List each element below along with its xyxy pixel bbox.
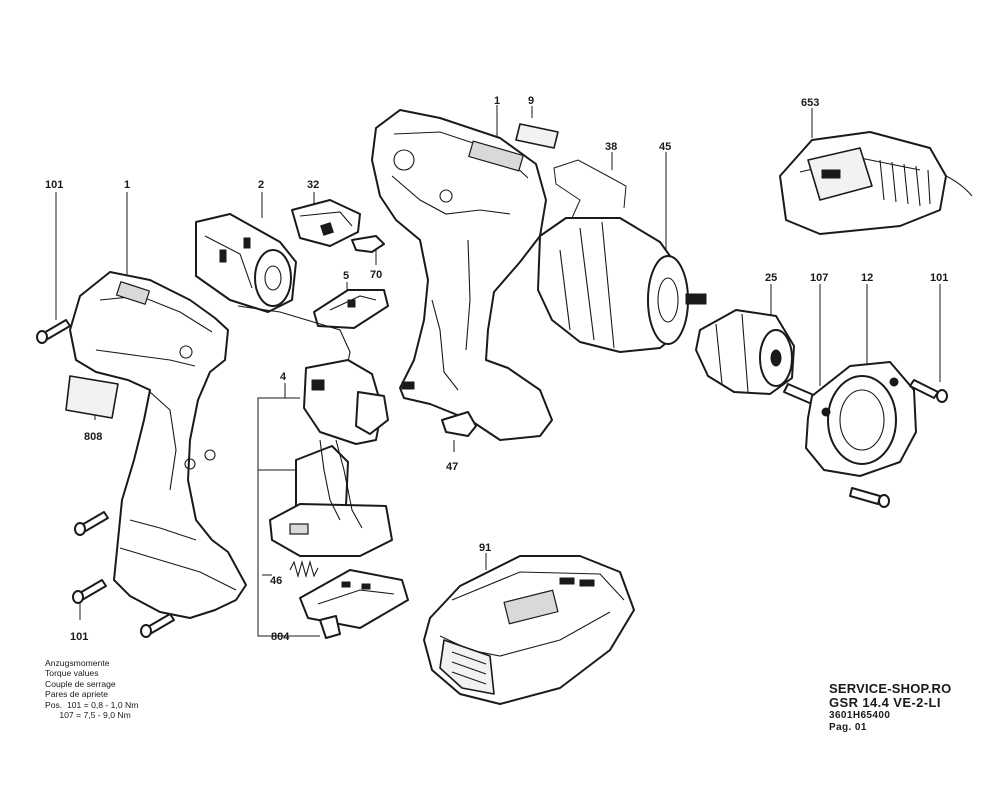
screw-icon [72, 579, 107, 604]
switch-assembly [237, 305, 393, 557]
screw-icon [74, 511, 109, 536]
clip-70 [351, 235, 385, 253]
battery-pack [423, 555, 635, 705]
housing-shell-left [69, 271, 247, 619]
page-number: Pag. 01 [829, 722, 867, 733]
callout-2: 2 [258, 179, 264, 191]
torque-values-note: Anzugsmomente Torque values Couple de se… [45, 658, 138, 720]
torque-row-107: 107 = 7,5 - 9,0 Nm [45, 710, 131, 721]
motor [195, 213, 297, 313]
callout-labels: 101 1 2 32 70 5 1 9 38 45 653 25 107 12 … [45, 95, 948, 643]
callout-653: 653 [801, 97, 819, 109]
callout-47: 47 [446, 461, 458, 473]
label-strip-9 [515, 123, 559, 149]
title-block: SERVICE-SHOP.RO GSR 14.4 VE-2-LI 3601H65… [829, 682, 951, 734]
charger [779, 131, 973, 235]
callout-804: 804 [271, 631, 290, 643]
torque-row-101: Pos. 101 = 0,8 - 1,0 Nm [45, 699, 139, 710]
callout-45: 45 [659, 141, 671, 153]
screw-icon [36, 319, 71, 344]
wire-clip-38 [553, 159, 627, 219]
spring-46 [289, 559, 319, 579]
switch-slider-5 [313, 289, 389, 329]
part-number: 3601H65400 [829, 710, 891, 721]
callout-1: 1 [124, 179, 130, 191]
callout-101: 101 [45, 179, 63, 191]
gear-ring-12 [805, 361, 917, 477]
callout-32: 32 [307, 179, 319, 191]
callout-808: 808 [84, 431, 102, 443]
screw-icon [849, 487, 890, 508]
callout-12: 12 [861, 272, 873, 284]
callout-101: 101 [70, 631, 88, 643]
callout-101: 101 [930, 272, 948, 284]
contact-plate-804 [299, 569, 409, 639]
callout-25: 25 [765, 272, 777, 284]
clip-47 [441, 411, 477, 437]
torque-heading-en: Torque values [45, 668, 99, 679]
gearbox [537, 217, 707, 353]
callout-1: 1 [494, 95, 500, 107]
housing-shell-right [371, 109, 553, 441]
shop-name: SERVICE-SHOP.RO [829, 681, 952, 696]
callout-5: 5 [343, 270, 349, 282]
torque-heading-de: Anzugsmomente [45, 658, 110, 668]
callout-9: 9 [528, 95, 534, 107]
switch-cap-32 [291, 199, 361, 247]
screws-101 [36, 319, 948, 638]
label-plate-808 [65, 375, 119, 419]
screw-icon [909, 379, 948, 403]
callout-91: 91 [479, 542, 491, 554]
leader-lines [55, 105, 941, 637]
model-name: GSR 14.4 VE-2-LI [829, 695, 941, 710]
callout-4: 4 [280, 371, 287, 383]
torque-heading-ro: Pares de apriete [45, 689, 109, 700]
callout-107: 107 [810, 272, 828, 284]
callout-70: 70 [370, 269, 382, 281]
callout-38: 38 [605, 141, 617, 153]
screw-icon [140, 613, 175, 638]
chuck [695, 309, 795, 395]
callout-46: 46 [270, 575, 282, 587]
torque-heading-fr: Couple de serrage [45, 678, 116, 689]
